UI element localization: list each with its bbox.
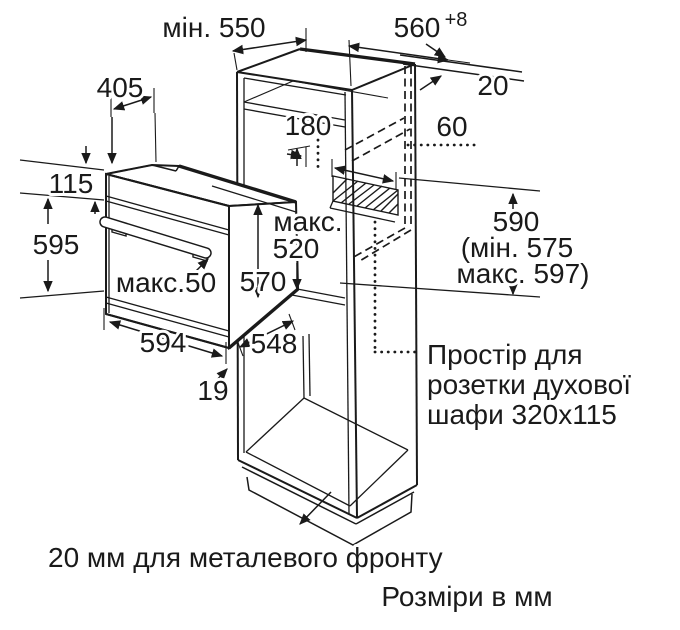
dim-niche-depth-label: мін. 550 — [162, 12, 265, 43]
units-note: Розміри в мм — [381, 581, 552, 612]
oven-handle — [99, 216, 212, 262]
dim-wall-gap-label: 20 — [477, 70, 508, 101]
dimension-lines — [19, 28, 541, 525]
dim-handle-max-label: макс.50 — [116, 267, 216, 298]
dim-body-height-label: 570 — [240, 266, 287, 297]
cabinet-outline — [236, 47, 418, 546]
socket-note-line2: розетки духової — [427, 369, 631, 400]
dim-oven-width-label: 594 — [140, 327, 187, 358]
dimension-labels: мін. 550 560 +8 20 405 180 60 115 595 ма… — [30, 7, 593, 410]
dim-maks-label: макс. — [273, 206, 342, 237]
dim-depth-max-label: 520 — [273, 233, 320, 264]
socket-note: Простір для розетки духової шафи 320x115 — [424, 336, 634, 433]
dim-niche-width-label: 560 — [394, 12, 441, 43]
dim-niche-height-max-label: макс. 597) — [457, 258, 590, 289]
dim-top-compartment-label: 180 — [285, 110, 332, 141]
socket-note-line1: Простір для — [427, 339, 583, 370]
metal-front-footnote: 20 мм для металевого фронту — [48, 542, 443, 573]
dim-niche-height-min-label: (мін. 575 — [461, 232, 574, 263]
dim-body-depth-label: 548 — [251, 328, 298, 359]
dim-oven-top-depth-label: 405 — [97, 72, 144, 103]
dim-niche-width-tolerance: +8 — [445, 9, 468, 31]
oven — [99, 163, 300, 351]
socket-note-line3: шафи 320x115 — [427, 399, 617, 430]
dim-panel-height-label: 115 — [49, 168, 94, 199]
dim-niche-height-label: 590 — [493, 206, 540, 237]
dim-back-offset-label: 60 — [436, 111, 467, 142]
dim-oven-height-label: 595 — [33, 229, 80, 260]
dim-gap19-label: 19 — [197, 375, 228, 406]
